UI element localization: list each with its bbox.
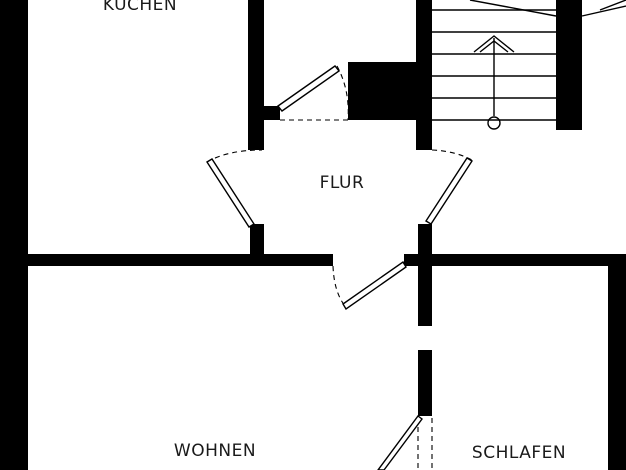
room-label-flur: FLUR bbox=[320, 173, 365, 193]
door-schlafen bbox=[377, 415, 433, 470]
kitchen-door-jamb bbox=[264, 106, 280, 120]
door-leaf bbox=[276, 65, 341, 112]
door-flur-left bbox=[206, 149, 263, 228]
door-flur-right bbox=[425, 149, 473, 225]
flur-wall-right-lower bbox=[418, 224, 432, 266]
stair-wall-left bbox=[416, 0, 432, 150]
kitchen-wall-right bbox=[248, 0, 264, 150]
stair-start-circle bbox=[487, 116, 501, 130]
wohnen-schlafen-wall-lower bbox=[418, 350, 432, 416]
room-label-kuechen: KÜCHEN bbox=[103, 0, 177, 15]
door-leaf bbox=[425, 157, 473, 225]
door-swing-arc bbox=[206, 149, 263, 163]
door-leaf bbox=[342, 260, 407, 311]
middle-wall-right bbox=[432, 254, 626, 266]
door-swing-arc bbox=[280, 65, 349, 121]
stair-step-diagonal bbox=[469, 0, 557, 17]
wohnen-schlafen-wall-upper bbox=[418, 266, 432, 326]
door-wohnen bbox=[332, 260, 407, 311]
door-leaf bbox=[206, 158, 255, 228]
stair-landing-step bbox=[581, 5, 626, 17]
middle-wall-left bbox=[28, 254, 333, 266]
door-swing-arc bbox=[332, 265, 346, 307]
flur-wall-left-lower bbox=[250, 224, 264, 254]
outer-wall-left bbox=[0, 0, 28, 470]
stair-wall-right bbox=[556, 0, 582, 130]
staircase bbox=[432, 0, 626, 121]
stair-landing-step bbox=[599, 0, 626, 11]
door-leaf bbox=[377, 415, 423, 470]
chimney-block bbox=[348, 62, 416, 120]
room-label-wohnen: WOHNEN bbox=[174, 441, 256, 461]
outer-wall-right-lower bbox=[608, 254, 626, 470]
stair-arrow-head bbox=[473, 35, 515, 53]
door-kitchen bbox=[276, 65, 349, 121]
room-label-schlafen: SCHLAFEN bbox=[472, 443, 566, 463]
up-arrow-icon bbox=[473, 35, 515, 130]
